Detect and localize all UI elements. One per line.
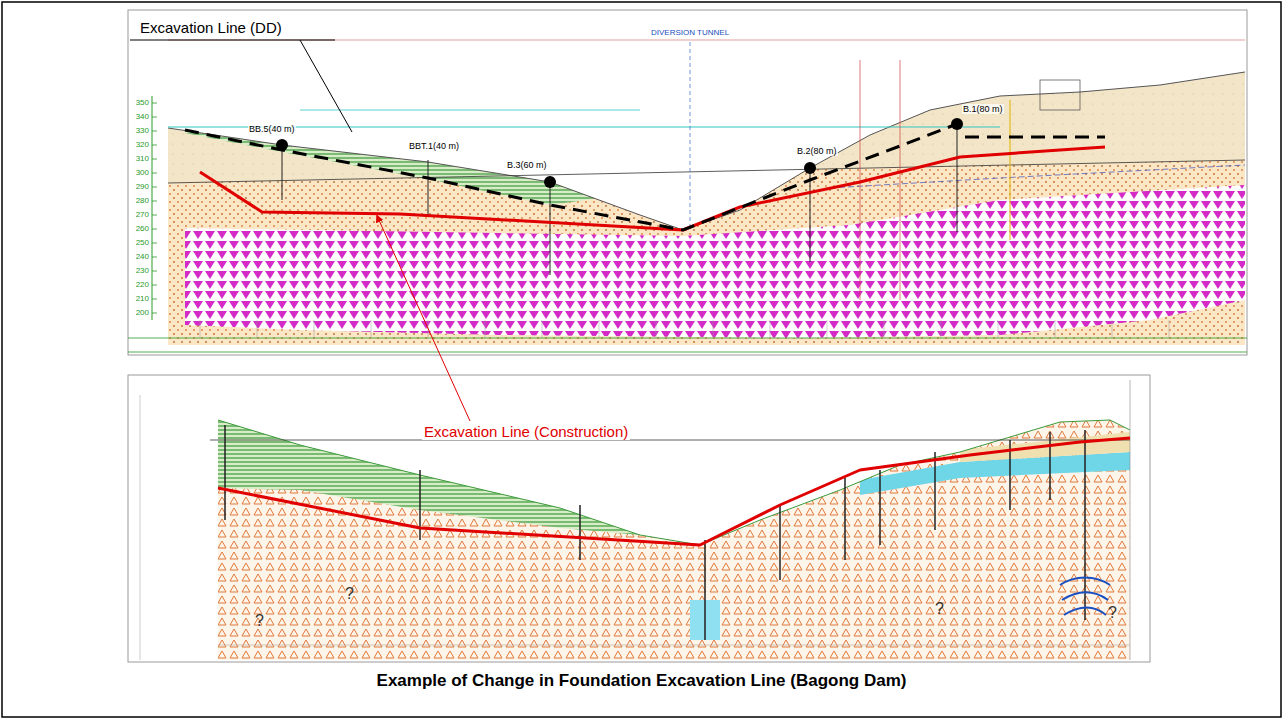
tunnel-label: DIVERSION TUNNEL <box>650 28 730 37</box>
axis-number: 200 <box>129 308 149 317</box>
axis-number: 220 <box>129 280 149 289</box>
borehole-label: B.1(80 m) <box>962 104 1004 114</box>
unknown-mark: ? <box>255 612 264 630</box>
borehole-label: BBT.1(40 m) <box>408 141 460 151</box>
axis-number: 300 <box>129 168 149 177</box>
axis-number: 260 <box>129 224 149 233</box>
axis-number: 280 <box>129 196 149 205</box>
axis-number: 350 <box>129 98 149 107</box>
axis-number: 210 <box>129 294 149 303</box>
borehole-label: B.3(60 m) <box>506 160 548 170</box>
borehole-label: BB.5(40 m) <box>248 124 296 134</box>
axis-number: 250 <box>129 238 149 247</box>
axis-number: 290 <box>129 182 149 191</box>
axis-number: 310 <box>129 154 149 163</box>
borehole-label: B.2(80 m) <box>796 146 838 156</box>
callout-label: Excavation Line (Construction) <box>422 423 630 440</box>
unknown-mark: ? <box>935 600 944 618</box>
axis-number: 270 <box>129 210 149 219</box>
unknown-mark: ? <box>1108 604 1117 622</box>
axis-number: 240 <box>129 252 149 261</box>
figure-caption: Example of Change in Foundation Excavati… <box>0 671 1283 691</box>
axis-number: 230 <box>129 266 149 275</box>
callout-label: Excavation Line (DD) <box>140 19 282 36</box>
axis-number: 320 <box>129 140 149 149</box>
unknown-mark: ? <box>345 585 354 603</box>
axis-number: 340 <box>129 112 149 121</box>
axis-number: 330 <box>129 126 149 135</box>
